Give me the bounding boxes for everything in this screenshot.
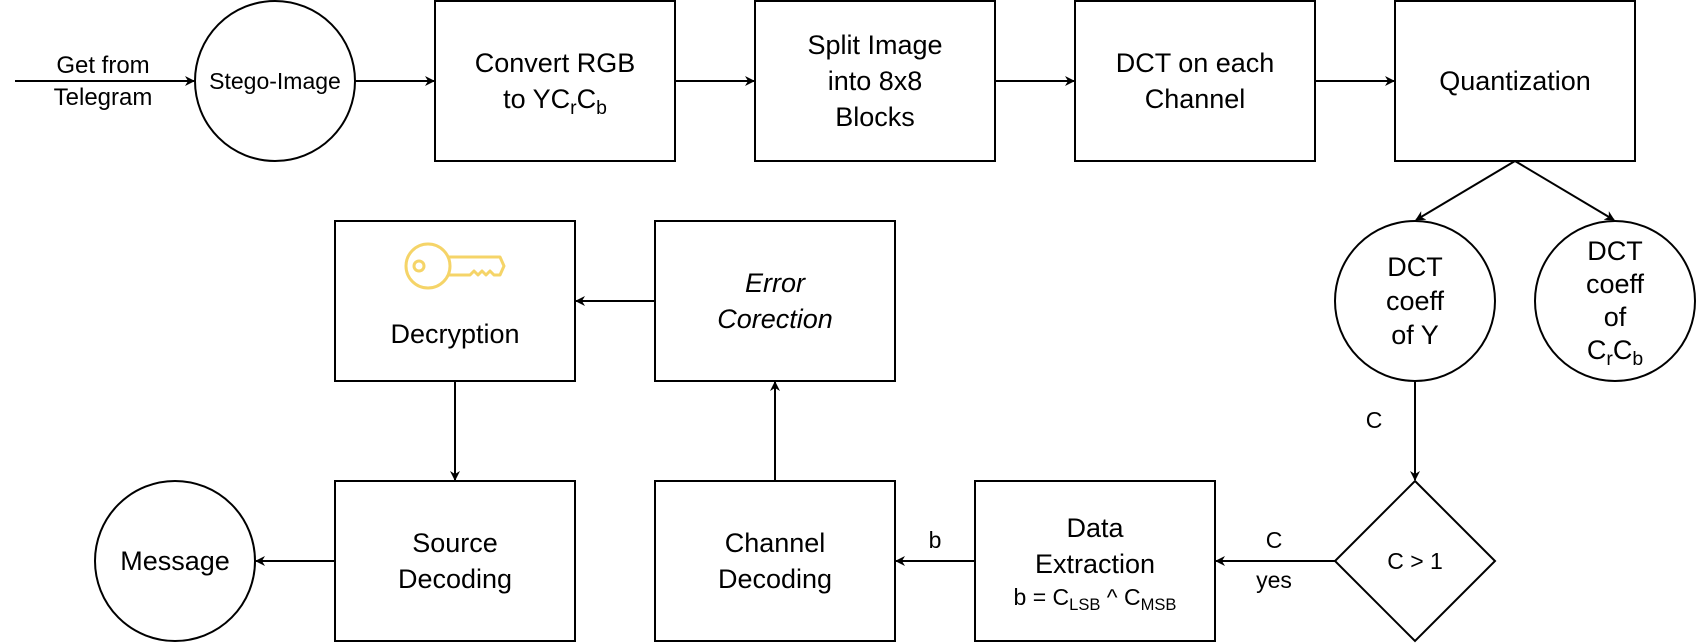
edge-label-yes: yes xyxy=(1256,567,1292,593)
source-decoding-label: Source Decoding xyxy=(397,528,513,594)
decision-label: C > 1 xyxy=(1387,548,1443,574)
edge-quant-dctcrcb xyxy=(1514,160,1615,221)
convert-label: Convert RGB to YCrCb xyxy=(474,48,636,119)
decryption-label: Decryption xyxy=(390,319,520,349)
error-correction-label: Error Corection xyxy=(717,268,833,334)
channel-decoding-label: Channel Decoding xyxy=(717,528,833,594)
edge-label-c-left: C xyxy=(1265,527,1283,553)
edge-label-c-down: C xyxy=(1365,407,1383,433)
node-dct-crcb xyxy=(1534,220,1696,382)
data-extraction-label: Data Extraction b = CLSB ^ CMSB xyxy=(1013,513,1177,614)
edge-quant-dcty xyxy=(1415,160,1516,221)
message-label: Message xyxy=(120,546,230,576)
node-decision xyxy=(1333,479,1497,643)
edge-label-b: b xyxy=(928,527,942,553)
key-icon xyxy=(404,242,506,290)
node-decryption xyxy=(334,220,576,382)
dct-crcb-label: DCT coeff of CrCb xyxy=(1585,236,1645,370)
quantization-label: Quantization xyxy=(1439,66,1591,96)
stego-image-label: Stego-Image xyxy=(209,68,341,94)
split-label: Split Image into 8x8 Blocks xyxy=(807,30,943,132)
dct-y-label: DCT coeff of Y xyxy=(1385,252,1445,350)
edge-label-input: Get from Telegram xyxy=(53,52,153,111)
dct-label: DCT on each Channel xyxy=(1115,48,1275,114)
